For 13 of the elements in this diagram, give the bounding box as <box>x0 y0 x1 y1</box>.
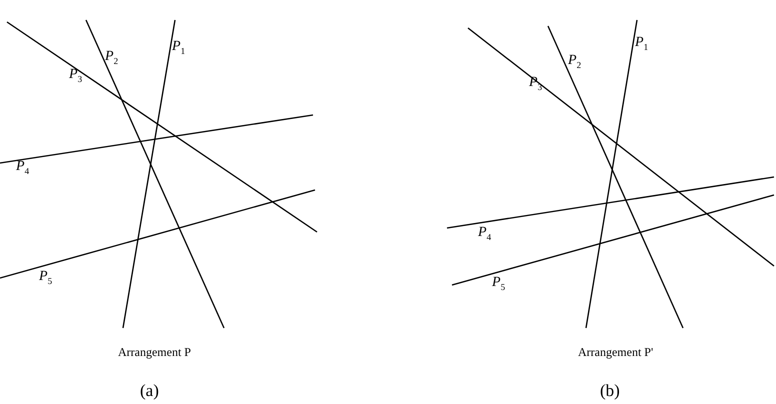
subfigure-label: (a) <box>140 382 159 399</box>
line-label: P$_{1}$ <box>635 36 648 52</box>
arrangement-caption: Arrangement P' <box>578 346 654 358</box>
line-label: P$_{4}$ <box>478 226 492 242</box>
line-label: P$_{3}$ <box>69 68 82 84</box>
line-label: P$_{2}$ <box>105 50 118 66</box>
arrangement-caption: Arrangement P <box>118 346 191 358</box>
subfigure-label: (b) <box>600 382 620 399</box>
line-label: P$_{4}$ <box>16 160 30 176</box>
line-label: P$_{5}$ <box>492 276 506 292</box>
line-label: P$_{1}$ <box>172 40 186 56</box>
line-label: P$_{5}$ <box>39 270 52 286</box>
line-label: P$_{2}$ <box>568 54 582 70</box>
